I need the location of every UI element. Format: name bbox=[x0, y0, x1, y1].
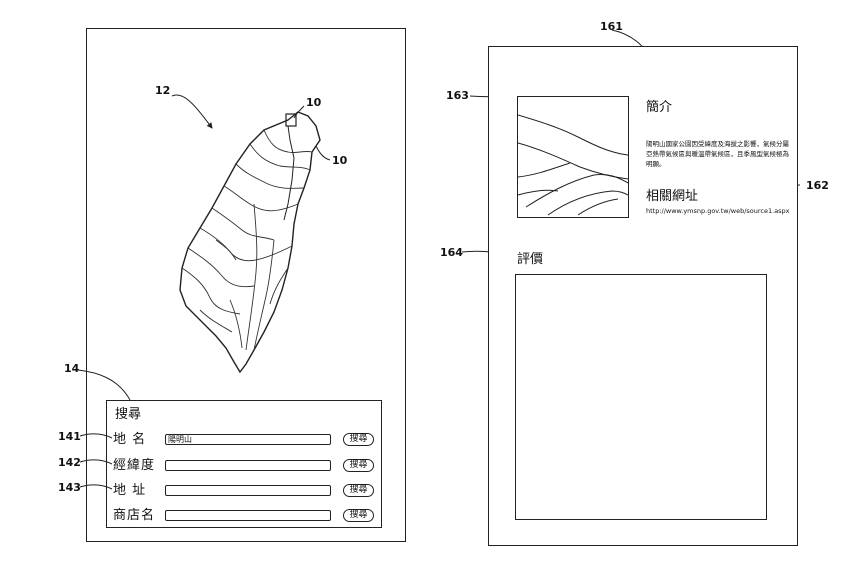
county-borders bbox=[181, 129, 313, 351]
callout-links: 162 bbox=[806, 179, 829, 192]
taiwan-outline bbox=[179, 111, 321, 374]
callout-rating: 164 bbox=[440, 246, 463, 259]
mountain-sketch-icon bbox=[517, 114, 629, 216]
intro-title: 簡介 bbox=[646, 100, 673, 115]
coordinates-input[interactable] bbox=[165, 460, 331, 471]
related-link[interactable]: http://www.ymsnp.gov.tw/web/source1.aspx bbox=[646, 207, 790, 215]
map-search-panel bbox=[86, 28, 406, 542]
callout-search: 14 bbox=[64, 362, 80, 375]
search-row-place: 地 名 陽明山 搜尋 bbox=[107, 431, 381, 449]
callout-place-row: 141 bbox=[58, 430, 81, 443]
store-name-label: 商店名 bbox=[113, 508, 156, 523]
callout-intro: 161 bbox=[600, 20, 623, 33]
location-photo bbox=[517, 96, 629, 218]
search-row-coords: 經緯度 搜尋 bbox=[107, 457, 381, 475]
search-title: 搜尋 bbox=[115, 407, 142, 422]
search-row-address: 地 址 搜尋 bbox=[107, 482, 381, 500]
rating-area[interactable] bbox=[515, 274, 767, 520]
location-marker-icon[interactable] bbox=[285, 113, 297, 127]
address-search-button[interactable]: 搜尋 bbox=[343, 484, 374, 497]
location-detail-panel bbox=[488, 46, 798, 546]
search-box: 搜尋 地 名 陽明山 搜尋 經緯度 搜尋 地 址 搜尋 商店名 搜尋 bbox=[106, 400, 382, 528]
callout-map: 12 bbox=[155, 84, 171, 97]
callout-coord-row: 142 bbox=[58, 456, 81, 469]
coordinates-label: 經緯度 bbox=[113, 458, 156, 473]
map-route-line bbox=[283, 125, 295, 221]
search-row-store: 商店名 搜尋 bbox=[107, 507, 381, 525]
callout-photo: 163 bbox=[446, 89, 469, 102]
intro-text: 陽明山國家公園因受緯度及海拔之影響，氣候分屬亞熱帶氣候區與暖溫帶氣候區，且季風型… bbox=[646, 140, 789, 168]
rating-title: 評價 bbox=[517, 252, 544, 267]
place-name-label: 地 名 bbox=[113, 432, 147, 447]
address-input[interactable] bbox=[165, 485, 331, 496]
related-links-title: 相關網址 bbox=[646, 189, 699, 204]
coordinates-search-button[interactable]: 搜尋 bbox=[343, 459, 374, 472]
address-label: 地 址 bbox=[113, 483, 147, 498]
taiwan-map[interactable] bbox=[170, 100, 340, 380]
callout-marker-b: 10 bbox=[332, 154, 348, 167]
store-name-input[interactable] bbox=[165, 510, 331, 521]
callout-marker-a: 10 bbox=[306, 96, 322, 109]
store-name-search-button[interactable]: 搜尋 bbox=[343, 509, 374, 522]
place-name-search-button[interactable]: 搜尋 bbox=[343, 433, 374, 446]
callout-address-row: 143 bbox=[58, 481, 81, 494]
place-name-input[interactable]: 陽明山 bbox=[165, 434, 331, 445]
